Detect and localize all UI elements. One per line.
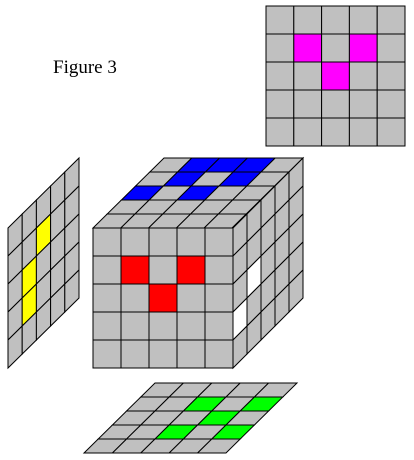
cube-front-cell <box>148 227 178 257</box>
cube-front-cell <box>204 339 234 369</box>
back-panel-cell <box>376 89 406 119</box>
cube-front-cell <box>92 311 122 341</box>
back-panel-cell <box>293 117 323 147</box>
left-panel-cell <box>64 268 80 314</box>
cube-front-cell <box>176 339 206 369</box>
back-panel-cell <box>376 33 406 63</box>
cube-front-marked-cell <box>148 283 178 313</box>
back-panel-marked-cell <box>321 61 350 91</box>
back-panel-cell <box>293 5 323 35</box>
back-panel-cell <box>265 117 295 147</box>
back-panel-cell <box>265 89 295 119</box>
back-panel-cell <box>265 33 295 63</box>
cube-front-cell <box>176 283 206 313</box>
back-panel-cell <box>376 5 406 35</box>
cube-front-cell <box>148 339 178 369</box>
cube-front-cell <box>204 311 234 341</box>
back-panel <box>265 5 406 147</box>
back-panel-marked-cell <box>348 33 378 63</box>
cube-front-cell <box>92 283 122 313</box>
cube-front-cell <box>92 339 122 369</box>
left-panel <box>7 156 80 370</box>
cube-front-cell <box>176 227 206 257</box>
cube-front-cell <box>204 283 234 313</box>
figure-caption: Figure 3 <box>53 57 117 78</box>
cube-right-cell <box>288 268 304 314</box>
back-panel-cell <box>321 89 350 119</box>
cube-front-cell <box>120 339 150 369</box>
cube-front-cell <box>204 227 234 257</box>
back-panel-cell <box>348 5 378 35</box>
back-panel-cell <box>293 61 323 91</box>
back-panel-cell <box>376 117 406 147</box>
cube-right-face <box>232 156 304 370</box>
bottom-panel <box>82 382 299 454</box>
back-panel-cell <box>321 5 350 35</box>
cube-front-face <box>92 227 234 369</box>
cube-front-cell <box>204 255 234 285</box>
back-panel-cell <box>265 5 295 35</box>
back-panel-cell <box>293 89 323 119</box>
cube-front-cell <box>92 255 122 285</box>
back-panel-cell <box>348 89 378 119</box>
cube-front-marked-cell <box>120 255 150 285</box>
back-panel-cell <box>348 117 378 147</box>
back-panel-cell <box>321 117 350 147</box>
cube-front-cell <box>148 311 178 341</box>
back-panel-cell <box>321 33 350 63</box>
back-panel-cell <box>376 61 406 91</box>
back-panel-marked-cell <box>293 33 323 63</box>
cube-front-cell <box>176 311 206 341</box>
back-panel-cell <box>265 61 295 91</box>
cube-front-marked-cell <box>176 255 206 285</box>
cube-front-cell <box>92 227 122 257</box>
cube-front-cell <box>120 227 150 257</box>
cube-front-cell <box>120 311 150 341</box>
cube-front-cell <box>148 255 178 285</box>
back-panel-cell <box>348 61 378 91</box>
bottom-panel-cell <box>196 438 242 454</box>
cube-front-cell <box>120 283 150 313</box>
